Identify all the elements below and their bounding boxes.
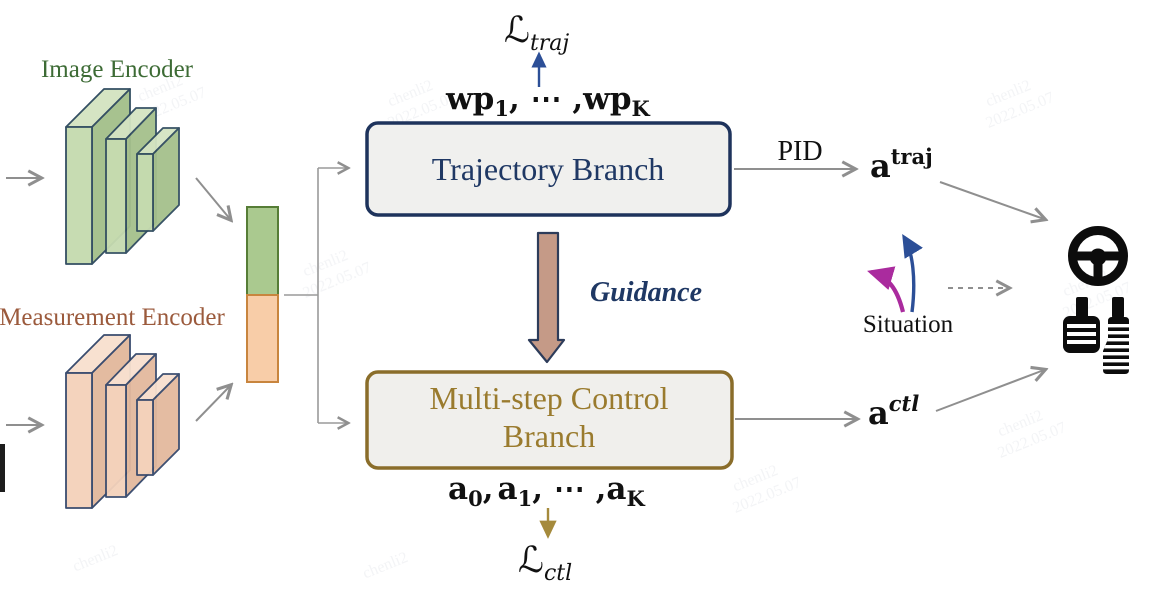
situation-label: Situation [863, 311, 954, 338]
feature-branch-connector [284, 168, 347, 423]
feature-bar [246, 206, 279, 383]
situation-turn-arrow [867, 266, 906, 313]
watermark-text: chenli2 [360, 549, 410, 582]
control-loss-label: ℒctl [518, 540, 572, 586]
trajectory-branch-label: Trajectory Branch [432, 151, 665, 187]
measurement-encoder-block-3 [136, 373, 180, 476]
trajectory-loss-label: ℒtraj [504, 10, 569, 56]
measurement-encoder-label: Measurement Encoder [0, 304, 225, 331]
measurement-to-feature-arrow [195, 386, 230, 422]
image-encoder-label: Image Encoder [41, 56, 194, 83]
pid-label: PID [777, 136, 822, 167]
cropped-input-image [0, 444, 5, 492]
feature-bar-image-part [246, 206, 279, 296]
actions-label: a0,a1, ⋯ ,aK [448, 471, 646, 511]
guidance-label: Guidance [590, 277, 702, 308]
trajectory-branch-box [365, 121, 732, 217]
watermark-text: chenli22022.05.07 [976, 71, 1057, 132]
watermark-text: chenli22022.05.07 [723, 456, 804, 517]
situation-straight-arrow [902, 233, 923, 313]
control-branch-box [365, 370, 734, 470]
image-encoder-blocks [65, 88, 180, 265]
feature-bar-measurement-part [246, 294, 279, 383]
control-branch-label-line2: Branch [503, 418, 595, 454]
watermark-text: chenli22022.05.07 [988, 401, 1069, 462]
measurement-encoder-blocks [65, 334, 180, 509]
action-ctl-to-vehicle-arrow [935, 370, 1044, 412]
guidance-arrow [527, 231, 566, 364]
action-traj-to-vehicle-arrow [939, 181, 1044, 219]
image-encoder-block-3 [136, 127, 180, 232]
steering-wheel-icon [1068, 226, 1128, 286]
image-to-feature-arrow [195, 177, 230, 219]
control-branch-label-line1: Multi-step Control [429, 380, 668, 416]
pedals-icon [1063, 297, 1129, 374]
action-traj-label: atraj [870, 144, 933, 185]
watermark-text: chenli2 [70, 542, 120, 575]
waypoints-label: wp1, ⋯ ,wpK [445, 81, 651, 121]
watermark-text: chenli22022.05.07 [293, 241, 374, 302]
action-ctl-label: actl [868, 391, 919, 432]
